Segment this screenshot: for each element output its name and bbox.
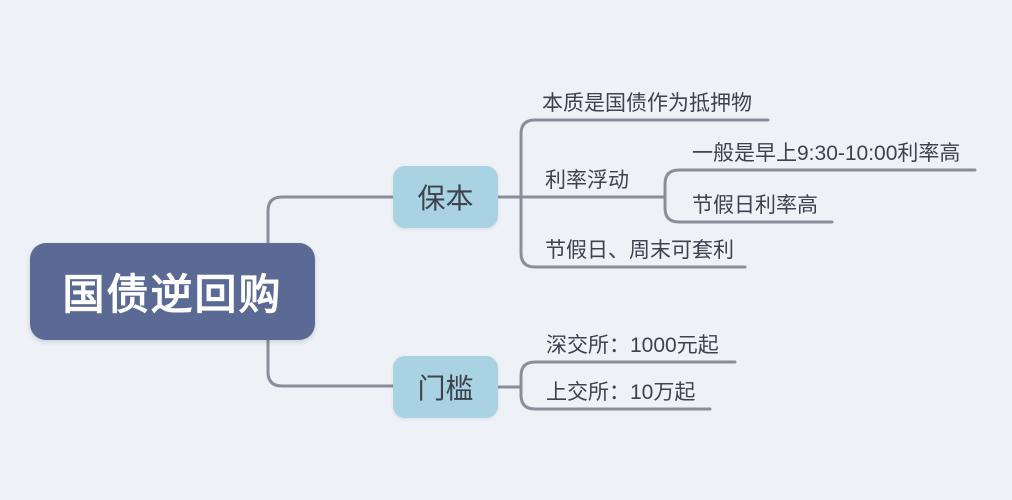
node-collateral-essence[interactable]: 本质是国债作为抵押物: [542, 92, 752, 115]
node-szse-threshold[interactable]: 深交所：1000元起: [546, 334, 719, 357]
connector-menkan-szse: [519, 360, 737, 389]
connector-menkan-sse: [519, 385, 712, 411]
connector-baoben-weekend: [519, 195, 747, 269]
branch-node-menkan[interactable]: 门槛: [393, 356, 498, 418]
root-node[interactable]: 国债逆回购: [30, 243, 315, 340]
connector-rate-holiday: [663, 195, 834, 224]
node-morning-rate-high[interactable]: 一般是早上9:30-10:00利率高: [692, 142, 961, 165]
node-floating-rate[interactable]: 利率浮动: [545, 169, 629, 192]
branch-node-baoben[interactable]: 保本: [393, 166, 498, 228]
node-holiday-weekend-arbitrage[interactable]: 节假日、周末可套利: [545, 239, 734, 262]
node-holiday-rate-high[interactable]: 节假日利率高: [692, 194, 818, 217]
connector-rate-morning: [663, 168, 977, 199]
node-sse-threshold[interactable]: 上交所：10万起: [546, 381, 696, 404]
connector-baoben-essence: [519, 118, 770, 199]
